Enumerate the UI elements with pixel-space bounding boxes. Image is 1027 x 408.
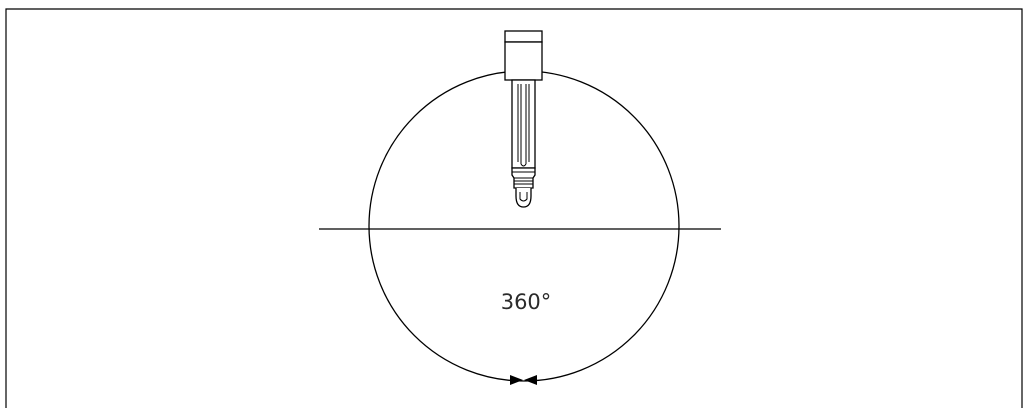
sensor-tip: [515, 188, 532, 208]
sensor-electrode: [504, 30, 543, 208]
figure-border: [5, 8, 1023, 408]
sensor-shaft: [511, 79, 536, 169]
rotation-arrow-marker: [510, 375, 537, 385]
sensor-head-top: [504, 30, 543, 43]
sensor-head: [504, 41, 543, 81]
angle-label: 360°: [501, 290, 552, 314]
